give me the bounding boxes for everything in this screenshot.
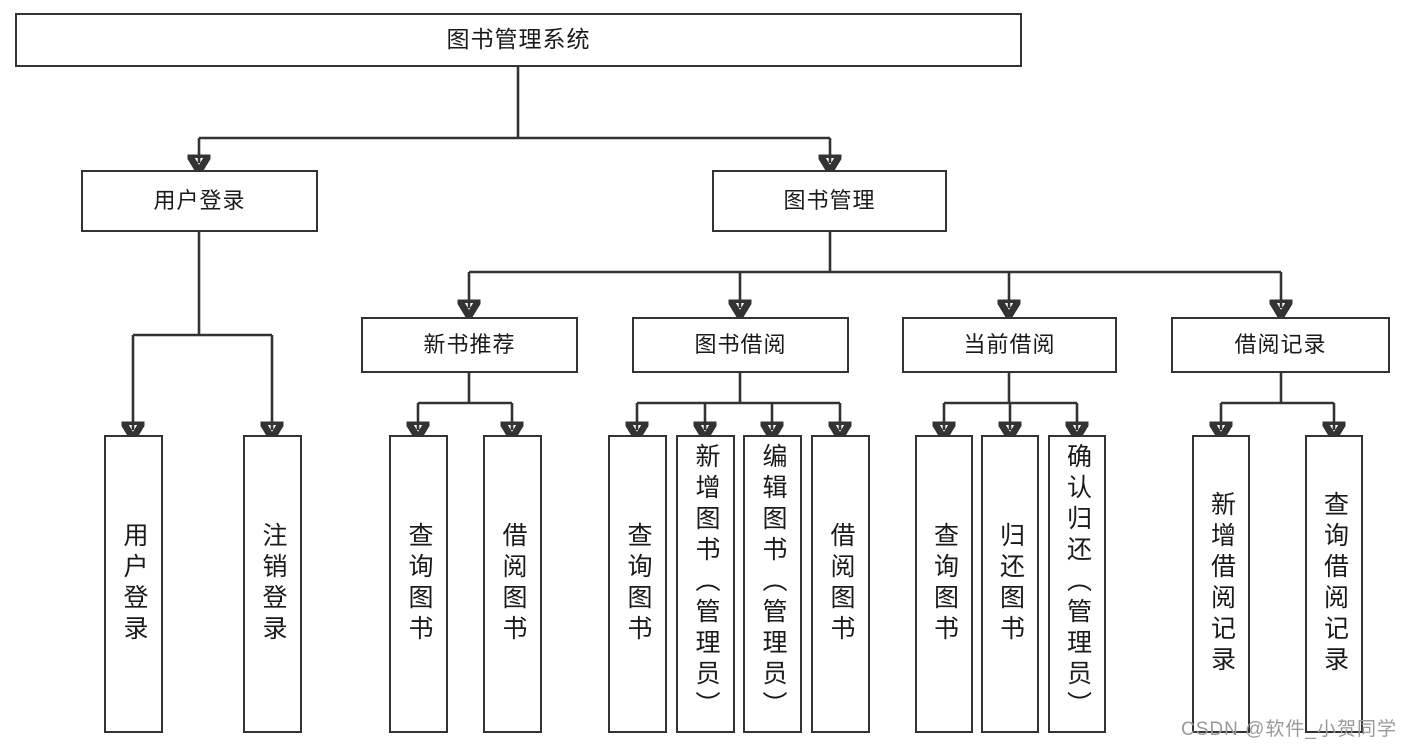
leaf-current-borrow-query[interactable]: 查询图书 — [915, 435, 973, 733]
node-label: 用户登录 — [153, 187, 246, 213]
node-label: 借阅记录 — [1234, 331, 1327, 357]
node-label: 归还图书 — [996, 522, 1025, 646]
node-book-management[interactable]: 图书管理 — [712, 170, 947, 232]
node-label: 图书借阅 — [694, 331, 787, 357]
node-label: 查询图书 — [405, 522, 433, 646]
leaf-current-borrow-confirm-return[interactable]: 确认归还（管理员） — [1048, 435, 1106, 733]
node-user-login[interactable]: 用户登录 — [81, 170, 318, 232]
node-label: 图书管理 — [783, 187, 876, 213]
node-label: 借阅图书 — [499, 522, 527, 646]
node-label: 用户登录 — [120, 522, 148, 646]
node-label: 新增图书（管理员） — [692, 443, 720, 722]
leaf-borrow-record-query[interactable]: 查询借阅记录 — [1305, 435, 1363, 733]
leaf-new-book-borrow[interactable]: 借阅图书 — [483, 435, 542, 733]
watermark: CSDN @软件_小贺同学 — [1181, 719, 1397, 740]
node-label: 查询图书 — [624, 522, 652, 646]
node-label: 借阅图书 — [827, 522, 855, 646]
node-label: 确认归还（管理员） — [1063, 443, 1092, 722]
node-current-borrow[interactable]: 当前借阅 — [902, 317, 1117, 373]
node-borrow-record[interactable]: 借阅记录 — [1171, 317, 1390, 373]
node-label: 编辑图书（管理员） — [759, 443, 787, 722]
node-label: 查询图书 — [930, 522, 959, 646]
node-label: 查询借阅记录 — [1320, 491, 1349, 677]
leaf-user-login-login[interactable]: 用户登录 — [104, 435, 163, 733]
leaf-current-borrow-return[interactable]: 归还图书 — [981, 435, 1039, 733]
node-label: 图书管理系统 — [446, 26, 591, 53]
leaf-user-login-logout[interactable]: 注销登录 — [243, 435, 302, 733]
leaf-book-borrow-edit[interactable]: 编辑图书（管理员） — [743, 435, 802, 733]
leaf-borrow-record-add[interactable]: 新增借阅记录 — [1192, 435, 1250, 733]
node-book-borrow[interactable]: 图书借阅 — [632, 317, 849, 373]
node-label: 注销登录 — [259, 522, 287, 646]
node-label: 新增借阅记录 — [1207, 491, 1236, 677]
node-label: 当前借阅 — [963, 331, 1056, 357]
leaf-new-book-query[interactable]: 查询图书 — [389, 435, 448, 733]
leaf-book-borrow-add[interactable]: 新增图书（管理员） — [676, 435, 735, 733]
node-root-book-management-system[interactable]: 图书管理系统 — [15, 13, 1022, 67]
leaf-book-borrow-query[interactable]: 查询图书 — [608, 435, 667, 733]
node-new-book-recommend[interactable]: 新书推荐 — [361, 317, 578, 373]
leaf-book-borrow-borrow[interactable]: 借阅图书 — [811, 435, 870, 733]
node-label: 新书推荐 — [423, 331, 516, 357]
